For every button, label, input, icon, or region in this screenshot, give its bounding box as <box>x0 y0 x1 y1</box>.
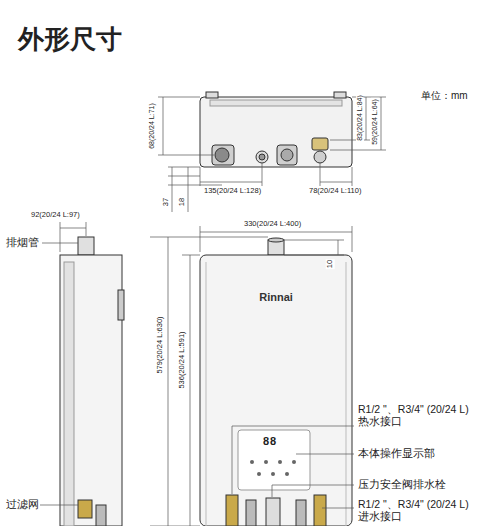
dimension-label: 68(20/24 L:71) <box>148 102 156 150</box>
part-label: R1/2 "、R3/4" (20/24 L) 进水接口 <box>357 498 475 522</box>
dimension-label: 18 <box>178 197 187 207</box>
brand-logo: Rinnai <box>200 291 352 303</box>
display-digits: 88 <box>262 435 278 448</box>
heater-body: Rinnai <box>200 255 352 526</box>
dimension-label: 10 <box>326 259 335 269</box>
dimension-label: 330(20/24 L:400) <box>243 220 302 229</box>
part-label: 排烟管 <box>5 236 40 249</box>
part-label: 本体操作显示部 <box>357 447 436 460</box>
page-title: 外形尺寸 <box>18 22 122 57</box>
dimension-label: 536(20/24 L:591) <box>178 330 187 389</box>
dimension-label: 单位：mm <box>420 90 469 102</box>
dimension-label: 135(20/24 L:128) <box>203 187 262 196</box>
dimension-label: 37 <box>162 197 171 207</box>
dimension-label: 78(20/24 L:110) <box>308 187 362 196</box>
dimension-label: 59(20/24 L:64) <box>371 98 379 146</box>
part-label: 过滤网 <box>5 498 40 511</box>
dimension-label: 92(20/24 L:97) <box>30 211 81 220</box>
part-label: R1/2 "、R3/4" (20/24 L)热水接口 <box>357 403 475 427</box>
dimension-label: 579(20/24 L:630) <box>156 315 165 374</box>
part-label: 压力安全阀排水栓 <box>357 478 447 491</box>
dimension-label: 83(20/24 L:84) <box>356 94 364 142</box>
